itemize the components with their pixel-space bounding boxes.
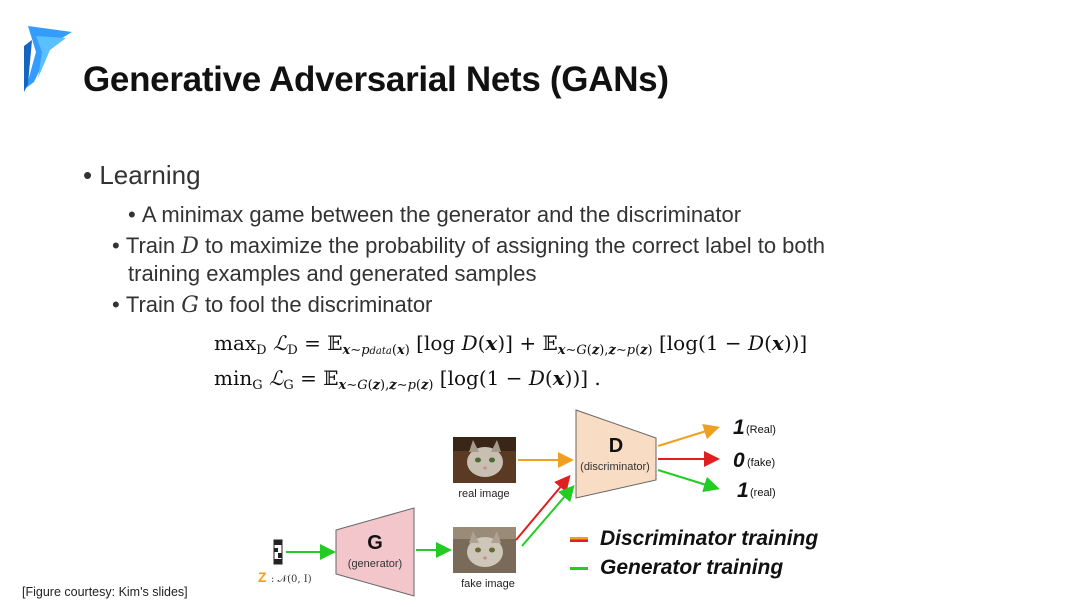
- bullet-train-d-post: to maximize the probability of assigning…: [198, 233, 825, 258]
- output-1b-label: (real): [750, 487, 776, 499]
- arrow-output-real: [657, 423, 720, 447]
- discriminator-label: (discriminator): [580, 461, 650, 473]
- bullet-train-g-pre: Train: [125, 292, 182, 317]
- math-var-g: G: [181, 293, 199, 318]
- bullet-train-d-pre: Train: [125, 233, 182, 258]
- generator-letter: G: [367, 532, 383, 554]
- output-1b-number: 1: [737, 479, 749, 502]
- discriminator-letter: D: [609, 435, 623, 457]
- fake-image-label: fake image: [461, 578, 515, 590]
- slide-title: Generative Adversarial Nets (GANs): [83, 60, 669, 99]
- arrow-fake-to-discriminator-green: [521, 484, 575, 547]
- legend-generator: Generator training: [570, 556, 783, 580]
- bullet-minimax: • A minimax game between the generator a…: [128, 202, 742, 227]
- real-image-cat: [453, 437, 516, 483]
- bullet-train-g-post: to fool the discriminator: [198, 292, 433, 317]
- legend-swatch-orange-red: [570, 536, 588, 542]
- fake-image-cat: [453, 527, 516, 573]
- generator-label: (generator): [348, 558, 402, 570]
- output-0-number: 0: [733, 449, 745, 472]
- bullet-learning: • Learning: [83, 160, 201, 190]
- output-1-number: 1: [733, 416, 745, 439]
- legend-generator-text: Generator training: [600, 556, 784, 579]
- math-var-d: D: [181, 234, 199, 259]
- noise-vector-icon: [273, 539, 283, 565]
- z-distribution-label: : 𝒩(0, I): [271, 574, 312, 585]
- arrow-output-real-gen: [657, 469, 720, 493]
- discriminator-block: [575, 409, 657, 499]
- gan-diagram: Z : 𝒩(0, I) G (generator) real image fak…: [258, 409, 776, 597]
- legend-discriminator-text: Discriminator training: [600, 527, 819, 550]
- bullet-learning-text: Learning: [99, 160, 201, 190]
- bullet-train-g: • Train G to fool the discriminator: [112, 292, 433, 318]
- real-image-label: real image: [458, 488, 509, 500]
- output-0-label: (fake): [747, 457, 775, 469]
- bullet-train-d-continuation: training examples and generated samples: [128, 261, 537, 286]
- bullet-train-d: • Train D to maximize the probability of…: [112, 233, 825, 259]
- arrow-fake-to-discriminator-red: [515, 474, 571, 541]
- legend-swatch-green: [570, 566, 588, 570]
- brand-logo-icon: [24, 26, 72, 92]
- bullet-minimax-text: A minimax game between the generator and…: [141, 202, 742, 227]
- generator-block: [335, 507, 415, 597]
- legend-discriminator: Discriminator training: [570, 527, 818, 551]
- output-1-label: (Real): [746, 424, 776, 436]
- figure-caption: [Figure courtesy: Kim's slides]: [22, 585, 188, 599]
- equation-discriminator-loss: maxD ℒD = 𝔼x∼pdata(x) [log D(x)] + 𝔼x∼G(…: [214, 331, 808, 358]
- equation-generator-loss: minG ℒG = 𝔼x∼G(z),z∼p(z) [log(1 − D(x))]…: [214, 366, 601, 393]
- z-label: Z: [258, 569, 267, 585]
